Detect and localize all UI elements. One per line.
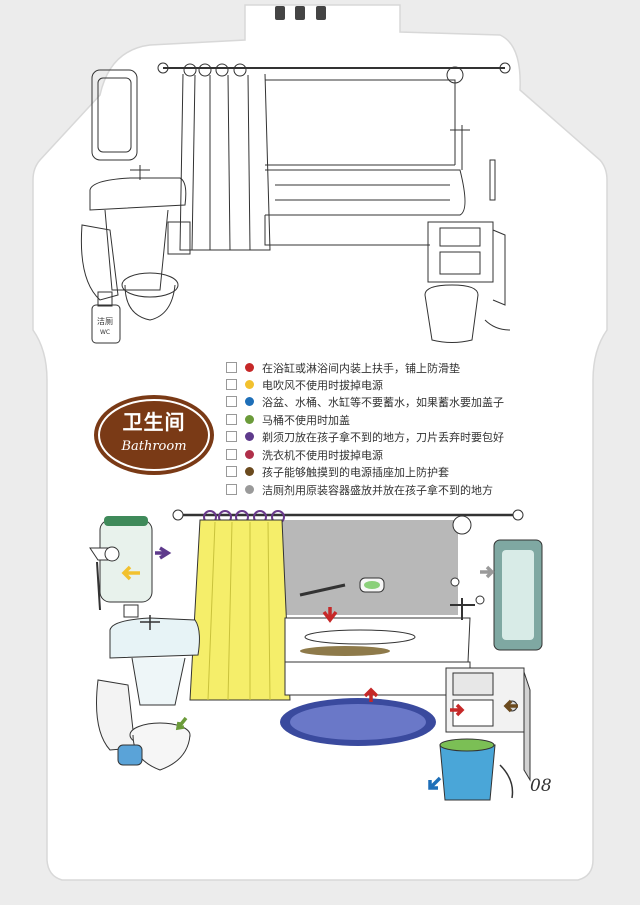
- checkbox[interactable]: [226, 362, 237, 373]
- checklist-text: 洗衣机不使用时拔掉电源: [262, 448, 383, 462]
- top-line-drawing: [80, 62, 511, 344]
- color-dot: [245, 467, 254, 476]
- checklist-text: 在浴缸或淋浴间内装上扶手，铺上防滑垫: [262, 361, 460, 375]
- checklist-text: 马桶不使用时加盖: [262, 413, 350, 427]
- checkbox[interactable]: [226, 449, 237, 460]
- checklist-text: 剃须刀放在孩子拿不到的地方，刀片丢弃时要包好: [262, 430, 504, 444]
- yellow-curtain: [189, 519, 291, 701]
- bottom-color-illustration: [89, 509, 543, 801]
- checkbox[interactable]: [226, 431, 237, 442]
- checklist-item: 孩子能够触摸到的电源插座加上防护套: [226, 463, 449, 480]
- badge-title-en: Bathroom: [121, 439, 187, 454]
- checklist-text: 电吹风不使用时拔掉电源: [262, 378, 383, 392]
- blue-bucket: [439, 744, 496, 801]
- color-dot: [245, 450, 254, 459]
- badge-title-zh: 卫生间: [122, 410, 186, 434]
- color-dot: [245, 397, 254, 406]
- checkbox[interactable]: [226, 379, 237, 390]
- checkbox[interactable]: [226, 414, 237, 425]
- checklist-item: 马桶不使用时加盖: [226, 411, 350, 428]
- color-dot: [245, 363, 254, 372]
- checklist-text: 浴盆、水桶、水缸等不要蓄水，如果蓄水要加盖子: [262, 395, 504, 409]
- cleaner-sub-text: WC: [100, 329, 110, 336]
- binder-rings: [275, 6, 326, 20]
- checklist-text: 洁厕剂用原装容器盛放并放在孩子拿不到的地方: [262, 483, 493, 497]
- color-dot: [245, 380, 254, 389]
- checklist-item: 洁厕剂用原装容器盛放并放在孩子拿不到的地方: [226, 481, 493, 498]
- color-dot: [245, 485, 254, 494]
- checkbox[interactable]: [226, 466, 237, 477]
- cleaner-label-text: 洁厕: [97, 316, 113, 326]
- color-dot: [245, 432, 254, 441]
- page-number: 08: [530, 776, 552, 796]
- checklist-item: 剃须刀放在孩子拿不到的地方，刀片丢弃时要包好: [226, 428, 504, 445]
- color-dot: [245, 415, 254, 424]
- checklist-item: 电吹风不使用时拔掉电源: [226, 376, 383, 393]
- checkbox[interactable]: [226, 396, 237, 407]
- checklist-text: 孩子能够触摸到的电源插座加上防护套: [262, 465, 449, 479]
- checkbox[interactable]: [226, 484, 237, 495]
- checklist-item: 洗衣机不使用时拔掉电源: [226, 446, 383, 463]
- checklist-item: 在浴缸或淋浴间内装上扶手，铺上防滑垫: [226, 359, 460, 376]
- bathroom-badge-label: 卫生间 Bathroom: [94, 395, 214, 475]
- checklist-item: 浴盆、水桶、水缸等不要蓄水，如果蓄水要加盖子: [226, 393, 504, 410]
- bathroom-badge: [94, 395, 214, 475]
